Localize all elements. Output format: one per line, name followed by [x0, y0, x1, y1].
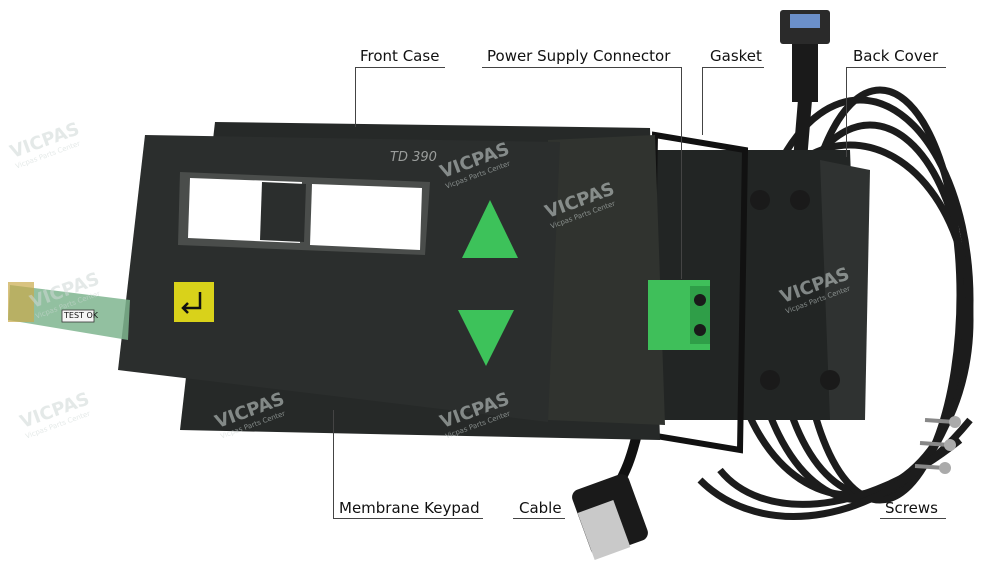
- leader-screws: [880, 518, 946, 519]
- back-cover: [650, 150, 870, 420]
- leader-power-supply-connector: [482, 67, 682, 68]
- label-front-case: Front Case: [360, 47, 440, 65]
- leader-membrane-keypad-rise: [333, 410, 334, 518]
- label-gasket: Gasket: [710, 47, 762, 65]
- power-supply-connector: [648, 280, 710, 350]
- flex-cable-tail: [8, 282, 130, 340]
- device-model-text: TD 390: [390, 150, 437, 165]
- leader-front-case-drop: [355, 67, 356, 127]
- leader-gasket: [702, 67, 764, 68]
- label-membrane-keypad: Membrane Keypad: [339, 499, 480, 517]
- label-cable: Cable: [519, 499, 562, 517]
- leader-gasket-drop: [702, 67, 703, 135]
- leader-power-supply-connector-drop: [681, 67, 682, 279]
- serial-plug: [780, 10, 830, 161]
- usb-plug: [572, 419, 648, 560]
- leader-back-cover-drop: [846, 67, 847, 157]
- label-power-supply-connector: Power Supply Connector: [487, 47, 671, 65]
- membrane-keypad-panel: [118, 135, 560, 422]
- test-tag-text: TEST OK: [64, 311, 98, 320]
- leader-back-cover: [846, 67, 946, 68]
- leader-cable: [513, 518, 565, 519]
- screws: [914, 416, 961, 474]
- leader-membrane-keypad: [333, 518, 483, 519]
- leader-front-case: [355, 67, 445, 68]
- label-back-cover: Back Cover: [853, 47, 939, 65]
- label-screws: Screws: [885, 499, 938, 517]
